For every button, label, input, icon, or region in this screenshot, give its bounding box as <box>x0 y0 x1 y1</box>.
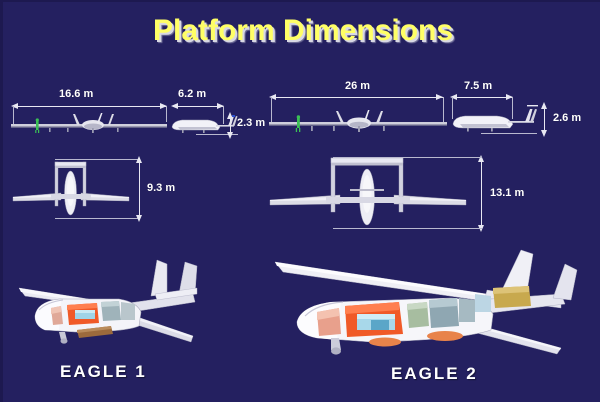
scale-figure <box>35 118 40 133</box>
eagle1-topview-dimension-line <box>139 161 140 216</box>
eagle2-name-label: EAGLE 2 <box>391 364 478 383</box>
eagle2-wingspan-witness-right <box>443 97 444 123</box>
eagle2-wingspan-label: 26 m <box>345 80 371 92</box>
eagle1-topview-witness-top <box>55 159 139 160</box>
eagle2-wingspan-dimension-line <box>271 97 443 98</box>
eagle2-length-arrow-left <box>450 94 457 100</box>
eagle2-front-view-drawing <box>267 108 449 140</box>
eagle1-front-view-drawing <box>9 110 169 140</box>
eagle2-length-arrow-right <box>506 94 513 100</box>
eagle1-name-label: EAGLE 1 <box>60 362 147 381</box>
eagle2-side-view-drawing <box>451 105 547 140</box>
eagle2-topview-span-label: 13.1 m <box>490 187 525 199</box>
eagle2-wingspan-arrow-left <box>269 94 276 100</box>
eagle1-topview-arrow-up <box>136 156 142 163</box>
eagle1-height-label: 2.3 m <box>237 117 266 129</box>
eagle2-height-label: 2.6 m <box>553 112 582 124</box>
eagle2-top-view-drawing <box>268 154 468 238</box>
eagle1-topview-arrow-down <box>136 215 142 222</box>
eagle2-topview-arrow-up <box>478 155 484 162</box>
eagle1-height-arrow-down <box>227 132 233 139</box>
eagle1-topview-witness-bottom <box>55 218 139 219</box>
scale-figure <box>295 115 301 132</box>
eagle1-top-view-drawing <box>11 157 131 227</box>
eagle1-wingspan-dimension-line <box>13 106 167 107</box>
eagle1-length-arrow-left <box>171 103 178 109</box>
eagle1-height-dimension-line <box>230 116 231 134</box>
eagle2-topview-leader-top <box>458 157 482 158</box>
eagle1-perspective-illustration <box>15 250 225 360</box>
page-title: Platform Dimensions <box>152 14 454 47</box>
eagle2-wingspan-witness-left <box>271 97 272 123</box>
eagle2-topview-leader-bottom <box>458 228 482 229</box>
eagle2-topview-witness-top <box>333 157 458 158</box>
eagle2-length-witness-left <box>452 97 453 119</box>
eagle1-length-witness-right <box>223 106 224 124</box>
eagle1-length-label: 6.2 m <box>178 88 207 100</box>
eagle1-wingspan-witness-right <box>166 106 167 122</box>
eagle2-length-dimension-line <box>452 97 512 98</box>
eagle2-perspective-illustration <box>261 242 600 362</box>
eagle1-wingspan-witness-left <box>13 106 14 124</box>
eagle1-wingspan-label: 16.6 m <box>59 88 94 100</box>
eagle1-height-arrow-up <box>227 112 233 119</box>
eagle2-topview-witness-bottom <box>333 228 458 229</box>
eagle2-topview-dimension-line <box>481 160 482 226</box>
eagle2-height-arrow-down <box>541 130 547 137</box>
eagle1-length-dimension-line <box>173 106 223 107</box>
eagle2-length-label: 7.5 m <box>464 80 493 92</box>
eagle2-length-witness-right <box>512 97 513 119</box>
eagle2-height-dimension-line <box>544 106 545 132</box>
eagle2-height-arrow-up <box>541 102 547 109</box>
eagle2-wingspan-arrow-right <box>436 94 443 100</box>
eagle1-length-arrow-right <box>217 103 224 109</box>
eagle1-wingspan-arrow-right <box>160 103 167 109</box>
eagle1-topview-span-label: 9.3 m <box>147 182 176 194</box>
eagle1-wingspan-arrow-left <box>11 103 18 109</box>
